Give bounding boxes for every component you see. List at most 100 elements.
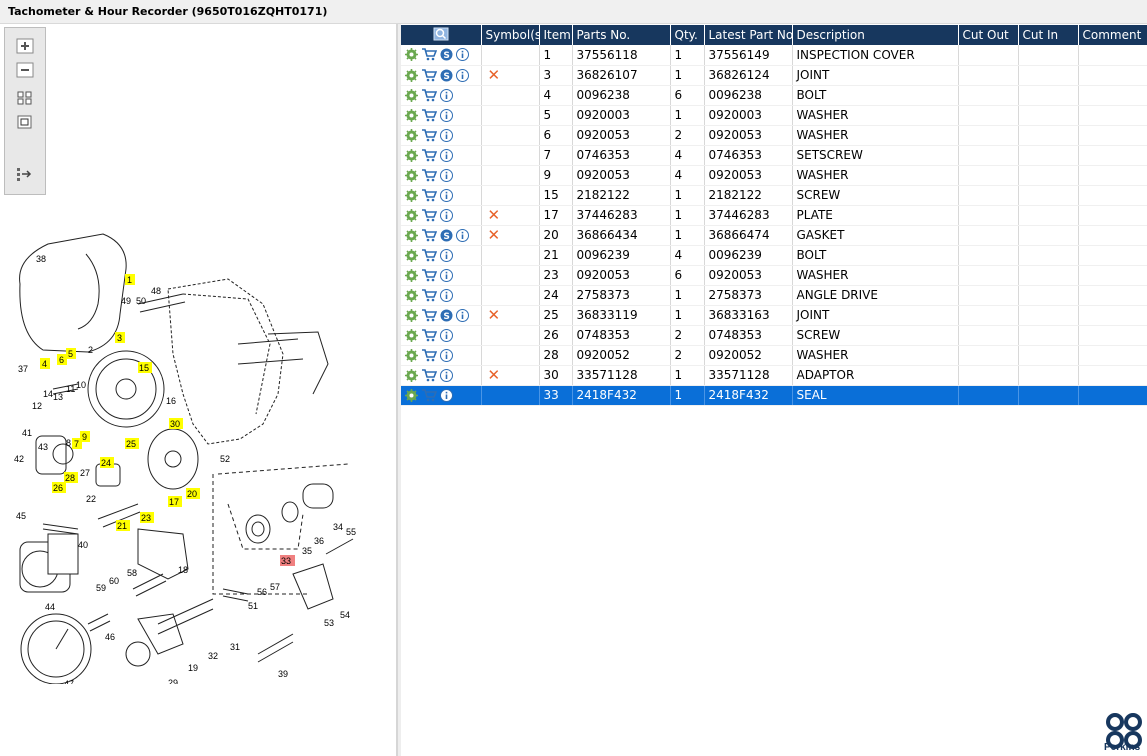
callout-46[interactable]: 46 (105, 632, 115, 642)
callout-11[interactable]: 11 (66, 384, 75, 394)
cart-icon[interactable] (421, 228, 437, 242)
gear-icon[interactable] (405, 148, 418, 162)
callout-26[interactable]: 26 (52, 482, 66, 493)
info-icon[interactable] (440, 268, 453, 282)
column-header-description[interactable]: Description (792, 25, 959, 45)
info-icon[interactable] (440, 108, 453, 122)
cart-icon[interactable] (421, 68, 437, 82)
cart-icon[interactable] (421, 388, 437, 402)
info-icon[interactable] (440, 88, 453, 102)
column-header-symbols[interactable]: Symbol(s) (481, 25, 540, 45)
diagram-panel[interactable]: 38 49 50 48 37 2 16 10 11 12 13 14 41 8 … (0, 24, 397, 756)
callout-15[interactable]: 15 (138, 362, 152, 373)
callout-29[interactable]: 29 (168, 678, 178, 684)
cart-icon[interactable] (421, 48, 437, 61)
exploded-diagram[interactable]: 38 49 50 48 37 2 16 10 11 12 13 14 41 8 … (8, 224, 368, 684)
cart-icon[interactable] (421, 188, 437, 202)
callout-57[interactable]: 57 (270, 582, 280, 592)
callout-38[interactable]: 38 (36, 254, 46, 264)
supersession-icon[interactable]: S (440, 309, 453, 322)
supersession-icon[interactable]: S (440, 229, 453, 242)
cart-icon[interactable] (421, 208, 437, 222)
gear-icon[interactable] (405, 168, 418, 182)
cart-icon[interactable] (421, 308, 437, 322)
column-header-comment[interactable]: Comment (1078, 25, 1147, 45)
callout-10[interactable]: 10 (76, 380, 86, 390)
callout-35[interactable]: 35 (302, 546, 312, 556)
callout-16[interactable]: 16 (166, 396, 176, 406)
cart-icon[interactable] (421, 268, 437, 282)
callout-22[interactable]: 22 (86, 494, 96, 504)
callout-13[interactable]: 13 (53, 392, 63, 402)
gear-icon[interactable] (405, 188, 418, 202)
column-header-parts-no[interactable]: Parts No. (572, 25, 671, 45)
gear-icon[interactable] (405, 288, 418, 302)
info-icon[interactable] (440, 368, 453, 382)
info-icon[interactable] (440, 168, 453, 182)
callout-59[interactable]: 59 (96, 583, 106, 593)
callout-33[interactable]: 33 (280, 555, 295, 566)
gear-icon[interactable] (405, 328, 418, 342)
gear-icon[interactable] (405, 268, 418, 282)
info-icon[interactable] (440, 288, 453, 302)
callout-54[interactable]: 54 (340, 610, 350, 620)
callout-34[interactable]: 34 (333, 522, 343, 532)
callout-8[interactable]: 8 (66, 438, 71, 448)
info-icon[interactable] (456, 308, 469, 322)
callout-31[interactable]: 31 (230, 642, 240, 652)
callout-48[interactable]: 48 (151, 286, 161, 296)
info-icon[interactable] (440, 348, 453, 362)
info-icon[interactable] (440, 148, 453, 162)
callout-51[interactable]: 51 (248, 601, 258, 611)
callout-4[interactable]: 4 (40, 358, 50, 369)
callout-2[interactable]: 2 (88, 345, 93, 355)
gear-icon[interactable] (405, 108, 418, 122)
callout-12[interactable]: 12 (32, 401, 42, 411)
column-header-latest-part-no[interactable]: Latest Part No. (704, 25, 793, 45)
gear-icon[interactable] (405, 88, 418, 102)
cart-icon[interactable] (421, 148, 437, 162)
gear-icon[interactable] (405, 248, 418, 262)
callout-21[interactable]: 21 (116, 520, 130, 531)
callout-19[interactable]: 19 (188, 663, 198, 673)
info-icon[interactable] (440, 248, 453, 262)
cart-icon[interactable] (421, 128, 437, 142)
callout-53[interactable]: 53 (324, 618, 334, 628)
callout-50[interactable]: 50 (136, 296, 146, 306)
gear-icon[interactable] (405, 388, 418, 402)
callout-30[interactable]: 30 (169, 418, 183, 429)
cart-icon[interactable] (421, 328, 437, 342)
gear-icon[interactable] (405, 348, 418, 362)
cart-icon[interactable] (421, 368, 437, 382)
gear-icon[interactable] (405, 48, 418, 62)
gear-icon[interactable] (405, 228, 418, 242)
export-button[interactable] (14, 165, 36, 183)
info-icon[interactable] (456, 48, 469, 62)
fit-page-button[interactable] (14, 89, 36, 107)
callout-23[interactable]: 23 (140, 512, 154, 523)
callout-14[interactable]: 14 (43, 389, 53, 399)
callout-45[interactable]: 45 (16, 511, 26, 521)
callout-52a[interactable]: 52 (220, 454, 230, 464)
cart-icon[interactable] (421, 248, 437, 262)
callout-43[interactable]: 43 (38, 442, 48, 452)
callout-60[interactable]: 60 (109, 576, 119, 586)
column-header-qty[interactable]: Qty. (670, 25, 705, 45)
cart-icon[interactable] (421, 288, 437, 302)
info-icon[interactable] (456, 68, 469, 82)
column-header-cut-out[interactable]: Cut Out (958, 25, 1019, 45)
supersession-icon[interactable]: S (440, 48, 453, 61)
cart-icon[interactable] (421, 168, 437, 182)
